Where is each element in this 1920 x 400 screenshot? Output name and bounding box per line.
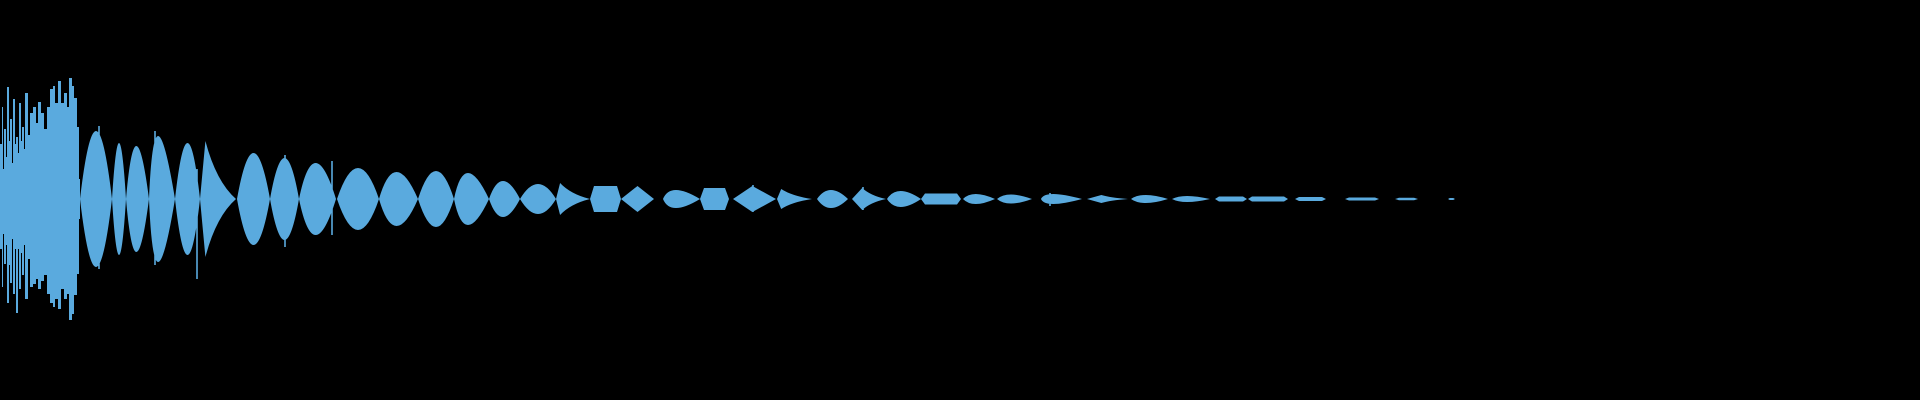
waveform-path — [0, 78, 1455, 320]
